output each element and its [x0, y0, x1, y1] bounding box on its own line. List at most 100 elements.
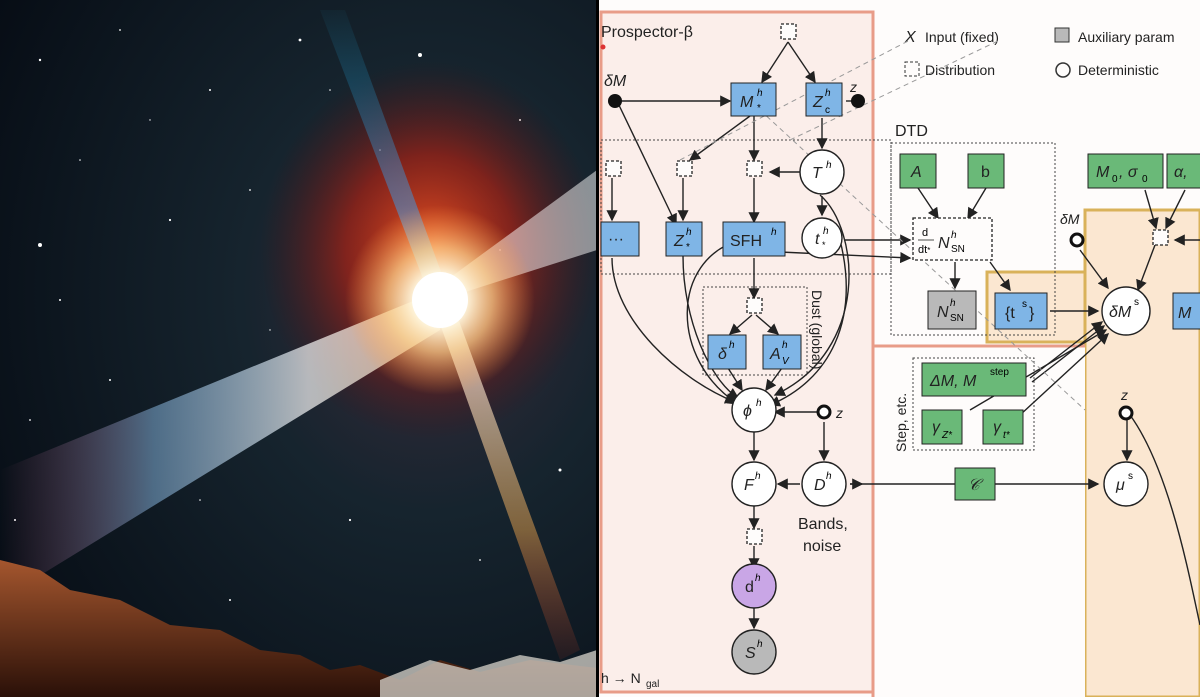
svg-text:α,: α,	[1174, 164, 1188, 181]
dist-zstar	[676, 160, 693, 177]
svg-text:Z*: Z*	[941, 430, 953, 441]
dist-sn	[1152, 229, 1169, 246]
label-z-right: z	[1120, 387, 1128, 403]
input-z-top	[851, 94, 865, 108]
svg-text:Z: Z	[812, 94, 824, 111]
light-beam-left	[0, 290, 440, 600]
rocky-foreground	[0, 560, 597, 697]
node-c	[954, 467, 996, 501]
distant-clouds	[380, 650, 597, 697]
dtd-box	[890, 142, 1056, 336]
svg-text:s: s	[1022, 299, 1027, 310]
node-av	[762, 334, 802, 370]
dist-top	[780, 23, 797, 40]
svg-text:h: h	[950, 298, 956, 309]
node-gt	[982, 409, 1024, 445]
legend-deterministic-label: Deterministic	[1078, 62, 1159, 78]
dist-dust	[746, 297, 763, 314]
input-nodes: δM z z δM z	[604, 73, 1134, 421]
svg-text:0: 0	[1112, 174, 1118, 185]
edges	[606, 41, 1200, 630]
node-ellipsis	[600, 221, 640, 257]
svg-text:h: h	[756, 398, 762, 409]
svg-text:*: *	[757, 103, 761, 114]
svg-text:h: h	[757, 639, 763, 650]
node-zc	[805, 82, 843, 117]
node-phi	[731, 387, 777, 433]
dist-sfh	[746, 160, 763, 177]
svg-text:*: *	[686, 242, 690, 253]
node-b	[967, 153, 1005, 189]
node-d-observed	[731, 563, 777, 609]
starburst-photo	[0, 0, 597, 697]
svg-text:t*: t*	[1003, 430, 1011, 441]
input-dm-right	[1069, 232, 1085, 248]
supernova-plate	[1083, 208, 1200, 697]
node-dmstep	[921, 362, 1027, 397]
panel-divider	[596, 0, 599, 697]
node-tstar	[801, 217, 843, 259]
dtd-label: DTD	[895, 123, 928, 140]
node-mstar	[730, 82, 777, 117]
step-label: Step, etc.	[893, 393, 909, 452]
svg-text:h: h	[825, 88, 831, 99]
diagram-title: Prospector-β	[601, 24, 693, 41]
svg-text:s: s	[1128, 471, 1133, 482]
input-z-mid	[816, 404, 832, 420]
input-z-right	[1118, 405, 1134, 421]
label-dm-left: δM	[604, 73, 627, 90]
svg-text:h: h	[951, 230, 957, 241]
label-z-top: z	[849, 79, 857, 95]
dust-box	[702, 286, 808, 376]
node-dh	[801, 461, 847, 507]
svg-text:0: 0	[1142, 174, 1148, 185]
svg-text:ΔM, M: ΔM, M	[929, 373, 977, 390]
svg-text:γ: γ	[993, 419, 1002, 436]
star-center	[412, 272, 468, 328]
rate-dt: dt*	[918, 244, 930, 256]
svg-text:···: ···	[608, 231, 624, 248]
svg-text:Z: Z	[673, 233, 685, 250]
legend-input-label: Input (fixed)	[925, 29, 999, 45]
bands-label-line2: noise	[803, 538, 841, 555]
svg-text:*: *	[822, 240, 826, 250]
label-dm-right: δM	[1060, 211, 1080, 227]
distribution-nodes	[605, 23, 1169, 545]
svg-text:h: h	[771, 227, 777, 238]
svg-text:A: A	[910, 164, 922, 181]
node-mu	[1103, 461, 1149, 507]
node-nsn	[927, 290, 977, 330]
svg-text:T: T	[812, 165, 823, 182]
svg-text:s: s	[1134, 297, 1139, 308]
legend-auxiliary-label: Auxiliary param	[1078, 29, 1174, 45]
svg-text:h: h	[755, 471, 761, 482]
legend-deterministic-icon	[1055, 62, 1071, 78]
prospector-diagram-panel: Prospector-β X Input (fixed) Auxiliary p…	[599, 0, 1200, 697]
svg-text:M: M	[1178, 305, 1192, 322]
svg-text:δ: δ	[718, 346, 728, 363]
svg-text:γ: γ	[932, 419, 941, 436]
label-z-mid: z	[835, 405, 843, 421]
svg-text:SN: SN	[950, 313, 964, 324]
node-m0-sigma	[1087, 153, 1164, 189]
node-zstar	[665, 221, 703, 257]
node-sh	[731, 629, 777, 675]
dist-bands	[746, 528, 763, 545]
svg-text:h: h	[826, 160, 832, 171]
svg-text:N: N	[937, 304, 949, 321]
svg-text:M: M	[740, 94, 754, 111]
svg-text:h: h	[826, 471, 832, 482]
svg-text:μ: μ	[1115, 477, 1125, 494]
svg-text:F: F	[744, 477, 755, 494]
node-delta	[707, 334, 747, 370]
svg-text:step: step	[990, 367, 1009, 378]
svg-text:h: h	[729, 340, 735, 351]
svg-text:b: b	[981, 164, 990, 181]
svg-text:{t: {t	[1005, 305, 1015, 322]
node-mr	[1172, 292, 1200, 330]
graphical-model-diagram: Prospector-β X Input (fixed) Auxiliary p…	[599, 10, 1200, 697]
svg-text:}: }	[1029, 305, 1035, 322]
node-alpha	[1166, 153, 1200, 189]
svg-text:d: d	[745, 579, 754, 596]
dust-label: Dust (global)	[809, 290, 825, 369]
